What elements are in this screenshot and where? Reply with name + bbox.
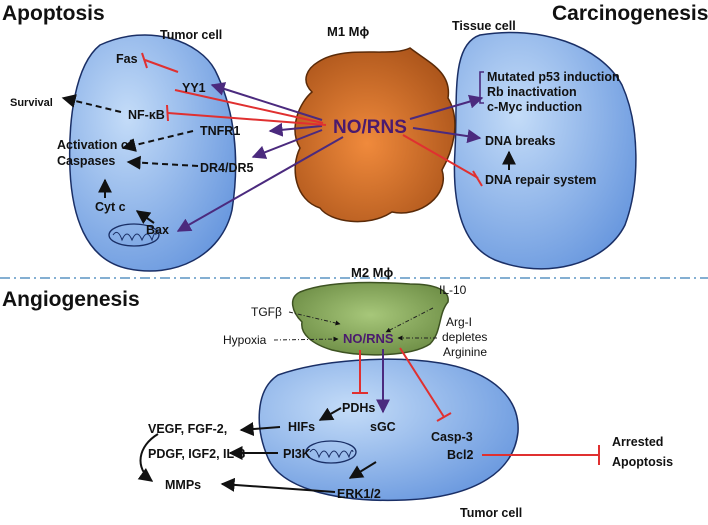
growth-factors-label: VEGF, FGF-2, — [148, 422, 227, 436]
mitochondrion-icon — [108, 223, 160, 247]
dna-breaks-label: DNA breaks — [485, 134, 555, 148]
sgc-label: sGC — [370, 420, 396, 434]
m2-inhibition-arrows — [352, 347, 600, 465]
arginase-label: depletes — [442, 330, 487, 344]
hypoxia-label: Hypoxia — [223, 333, 267, 347]
tumor-cell-bottom — [258, 358, 519, 502]
hifs-label: HIFs — [288, 420, 315, 434]
pi3k-label: PI3K — [283, 447, 311, 461]
rb-label: Rb inactivation — [487, 85, 577, 99]
arrested-apoptosis-label: Apoptosis — [612, 455, 673, 469]
mmps-label: MMPs — [165, 478, 201, 492]
survival-label: Survival — [10, 97, 53, 109]
caspase-activation-label: Activation of — [57, 138, 134, 152]
m2-nitric-oxide-label: NO/RNS — [343, 331, 394, 346]
mitochondrion-icon — [305, 440, 357, 464]
angiogenesis-signal-arrows — [137, 407, 377, 493]
dna-repair-label: DNA repair system — [485, 173, 596, 187]
il10-label: IL-10 — [439, 283, 467, 297]
cmyc-label: c-Myc induction — [487, 100, 582, 114]
bcl2-label: Bcl2 — [447, 448, 473, 462]
m1-macrophage-label: M1 Mϕ — [327, 24, 370, 39]
pdhs-label: PDHs — [342, 401, 375, 415]
m2-macrophage — [291, 281, 449, 356]
tnfr1-label: TNFR1 — [200, 124, 240, 138]
section-title-apoptosis: Apoptosis — [2, 2, 105, 25]
arginase-label: Arg-I — [446, 315, 472, 329]
erk-label: ERK1/2 — [337, 487, 381, 501]
p53-label: Mutated p53 induction — [487, 70, 620, 84]
m1-macrophage — [294, 47, 456, 223]
nfkb-label: NF-κB — [128, 108, 165, 122]
bax-label: Bax — [146, 223, 169, 237]
yy1-label: YY1 — [182, 81, 206, 95]
tissue-cell — [453, 31, 637, 270]
m1-inhibition-arrows — [141, 52, 483, 187]
growth-factors-label: PDGF, IGF2, IL-8 — [148, 447, 245, 461]
caspase-activation-label: Caspases — [57, 154, 115, 168]
arrested-apoptosis-label: Arrested — [612, 435, 663, 449]
induction-bracket — [479, 71, 484, 104]
m1-nitric-oxide-label: NO/RNS — [333, 117, 407, 138]
arginase-label: Arginine — [443, 345, 487, 359]
casp3-label: Casp-3 — [431, 430, 473, 444]
cytochrome-c-label: Cyt c — [95, 200, 126, 214]
m1-activation-arrows — [176, 82, 484, 232]
section-title-carcinogenesis: Carcinogenesis — [552, 2, 708, 25]
tissue-cell-label: Tissue cell — [452, 19, 516, 33]
m2-macrophage-label: M2 Mϕ — [351, 265, 394, 280]
section-title-angiogenesis: Angiogenesis — [2, 288, 140, 311]
tumor-cell-label: Tumor cell — [160, 28, 222, 42]
fas-label: Fas — [116, 52, 138, 66]
apoptosis-signal-arrows — [61, 94, 516, 224]
m2-input-arrows — [273, 307, 437, 342]
dr4-dr5-label: DR4/DR5 — [200, 161, 254, 175]
tumor-cell-label: Tumor cell — [460, 506, 522, 520]
tgfb-label: TGFβ — [251, 305, 282, 319]
